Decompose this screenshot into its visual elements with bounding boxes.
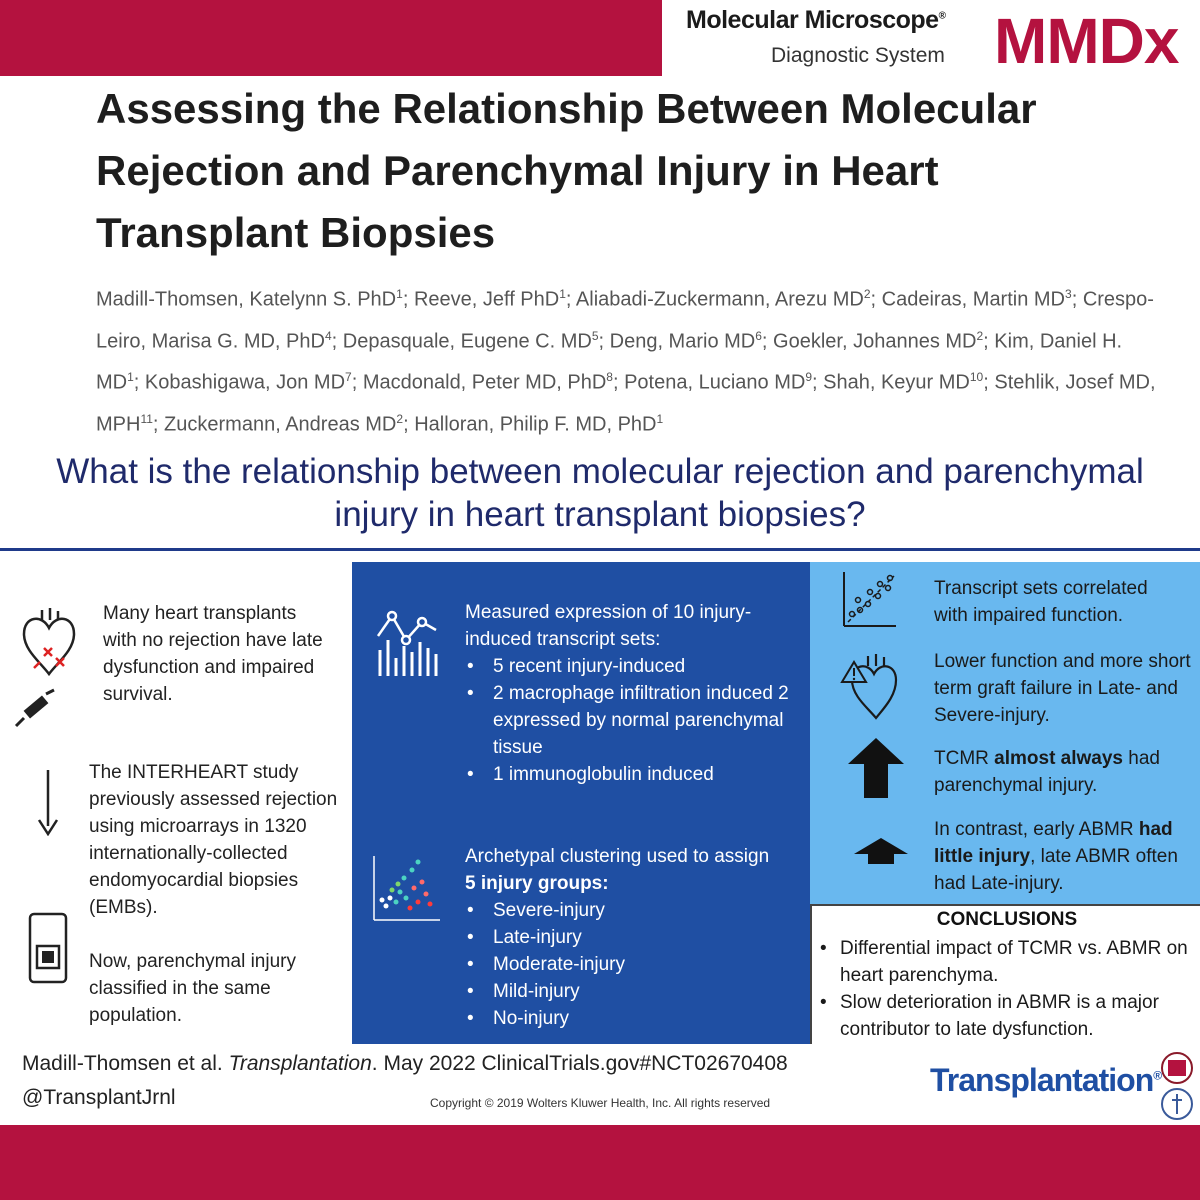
author-name: Madill-Thomsen, Katelynn S. PhD <box>96 288 397 311</box>
author-name: Halloran, Philip F. MD, PhD <box>414 413 657 436</box>
author-affiliation: 2 <box>396 411 404 426</box>
conclusions-panel: CONCLUSIONS •Differential impact of TCMR… <box>810 904 1200 1044</box>
author-affiliation: 10 <box>969 370 984 385</box>
author-affiliation: 11 <box>140 411 153 426</box>
mmdx-logo: MMDx <box>994 5 1179 77</box>
author-affiliation: 4 <box>324 328 332 343</box>
clustering-title: Archetypal clustering used to assign <box>465 846 770 867</box>
down-arrow-icon <box>37 770 59 836</box>
results-panel: Transcript sets correlated with impaired… <box>810 562 1200 904</box>
twitter-handle: @TransplantJrnl <box>22 1086 176 1109</box>
author-name: Kobashigawa, Jon MD <box>144 371 346 394</box>
author-affiliation: 8 <box>606 370 613 385</box>
citation: Madill-Thomsen et al. Transplantation. M… <box>22 1052 788 1075</box>
author-name: Kim, Daniel H. MD <box>96 330 1123 394</box>
author-affiliation: 9 <box>805 370 813 385</box>
author-name: Zuckermann, Andreas MD <box>164 413 397 436</box>
up-arrow-icon <box>848 738 904 798</box>
author-name: Goekler, Johannes MD <box>773 330 977 353</box>
author-list: Madill-Thomsen, Katelynn S. PhD1; Reeve,… <box>96 287 1156 436</box>
paper-title: Assessing the Relationship Between Molec… <box>96 85 1037 256</box>
section-divider <box>0 548 1200 551</box>
society-seal-icon <box>1161 1052 1193 1120</box>
graft-failure-result: Lower function and more short term graft… <box>934 651 1191 726</box>
list-item: Severe-injury <box>467 897 805 924</box>
author-name: Depasquale, Eugene C. MD <box>342 330 592 353</box>
injury-groups-heading: 5 injury groups: <box>465 873 609 894</box>
conclusions-title: CONCLUSIONS <box>936 909 1078 930</box>
author-name: Deng, Mario MD <box>609 330 756 353</box>
list-item: Late-injury <box>467 924 805 951</box>
author-name: Aliabadi-Zuckermann, Arezu MD <box>575 288 864 311</box>
author-name: Stehlik, Josef MD, MPH <box>96 371 1156 436</box>
methods-transcript-title: Measured expression of 10 injury-induced… <box>465 602 752 650</box>
author-name: Crespo-Leiro, Marisa G. MD, PhD <box>96 288 1154 353</box>
methods-panel: Measured expression of 10 injury-induced… <box>352 562 810 1044</box>
author-name: Potena, Luciano MD <box>624 371 806 394</box>
heart-warning-icon <box>840 654 898 720</box>
list-item: Moderate-injury <box>467 951 805 978</box>
injury-group-list: Severe-injury Late-injury Moderate-injur… <box>465 897 805 1032</box>
author-affiliation: 1 <box>127 370 134 385</box>
interheart-text: The INTERHEART study previously assessed… <box>89 762 338 918</box>
research-question: What is the relationship between molecul… <box>56 452 1144 534</box>
list-item: 2 macrophage infiltration induced 2 expr… <box>467 680 795 761</box>
heart-icon <box>22 608 76 677</box>
author-name: Macdonald, Peter MD, PhD <box>362 371 607 394</box>
list-item: 1 immunoglobulin induced <box>467 761 795 788</box>
copyright-notice: Copyright © 2019 Wolters Kluwer Health, … <box>430 1096 771 1110</box>
author-affiliation: 7 <box>345 370 352 385</box>
brand-subtitle: Diagnostic System <box>771 44 945 67</box>
list-item: •Slow deterioration in ABMR is a major c… <box>820 992 1159 1040</box>
up-arrow-icon <box>854 838 908 864</box>
syringe-icon <box>14 688 55 728</box>
correlation-result: Transcript sets correlated with impaired… <box>934 578 1148 626</box>
journal-logo: Transplantation® <box>930 1062 1162 1098</box>
author-affiliation: 1 <box>559 287 566 301</box>
author-affiliation: 2 <box>976 328 984 343</box>
author-name: Reeve, Jeff PhD <box>413 288 560 311</box>
abmr-result: In contrast, early ABMR had little injur… <box>934 819 1178 894</box>
list-item: 5 recent injury-induced <box>467 653 795 680</box>
author-affiliation: 1 <box>656 411 664 426</box>
author-name: Cadeiras, Martin MD <box>881 288 1066 311</box>
tcmr-result: TCMR almost always had parenchymal injur… <box>934 748 1160 796</box>
list-item: •Differential impact of TCMR vs. ABMR on… <box>820 938 1188 986</box>
author-affiliation: 6 <box>755 328 762 343</box>
author-affiliation: 2 <box>863 287 871 301</box>
author-affiliation: 1 <box>396 287 403 301</box>
bottom-banner-bar <box>0 1125 1200 1200</box>
author-affiliation: 3 <box>1065 287 1072 301</box>
list-item: Mild-injury <box>467 978 805 1005</box>
intro-text: Many heart transplants with no rejection… <box>103 603 323 705</box>
biopsy-slide-icon <box>28 912 68 984</box>
author-name: Shah, Keyur MD <box>823 371 970 394</box>
author-affiliation: 5 <box>591 328 599 343</box>
transcript-set-list: 5 recent injury-induced 2 macrophage inf… <box>465 653 795 788</box>
scatter-correlation-icon <box>843 572 896 627</box>
brand-name: Molecular Microscope® <box>686 6 946 34</box>
now-text: Now, parenchymal injury classified in th… <box>89 951 296 1026</box>
list-item: No-injury <box>467 1005 805 1032</box>
scatter-cluster-icon <box>373 856 440 921</box>
line-chart-icon <box>376 610 438 676</box>
top-banner-bar <box>0 0 662 76</box>
